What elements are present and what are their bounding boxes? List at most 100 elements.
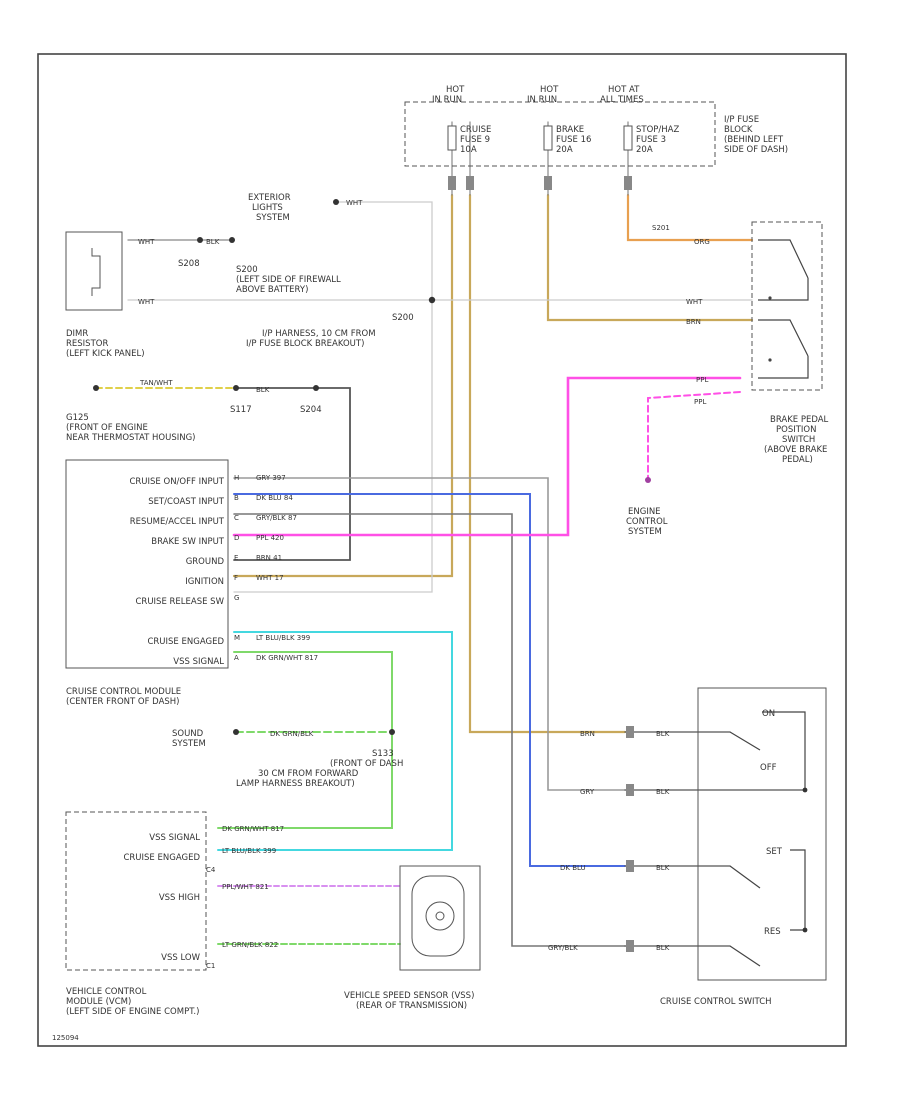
brake-switch-label-2: POSITION [776, 425, 816, 435]
wire-org-fuse3-brake-switch [626, 193, 754, 242]
ccm-pin-wire: WHT 17 [256, 574, 284, 582]
switch-wire-blk-3: BLK [656, 864, 670, 872]
dimr-resistor-box [65, 231, 123, 311]
engine-control-label-3: SYSTEM [628, 527, 662, 537]
sound-label-2: SYSTEM [172, 739, 206, 749]
ccm-pin-wire: PPL 420 [256, 534, 284, 542]
wire-brn-fuse2-brake-switch [546, 193, 754, 322]
wire-brn-fuse1-ignition [232, 193, 454, 578]
s201-label: S201 [652, 224, 670, 232]
fuse1-hot-label-1: HOT [446, 85, 465, 95]
fuse-block-label-4: SIDE OF DASH) [724, 145, 788, 155]
fuse-icon [447, 125, 633, 151]
cruise-switch-res-label: RES [764, 927, 781, 937]
dimr-wire-wht-2: WHT [138, 298, 155, 306]
dimr-label-1: DIMR [66, 329, 88, 339]
switch-wire-gry-blk: GRY/BLK [548, 944, 578, 952]
splice-s204-dot [313, 385, 319, 391]
sound-label-1: SOUND [172, 729, 204, 739]
switch-wire-brn: BRN [580, 730, 595, 738]
vehicle-control-module: VSS SIGNAL CRUISE ENGAGED VSS HIGH VSS L… [65, 811, 284, 1017]
ccm-pin-letter: F [234, 574, 238, 582]
wire-dk-blu-set [233, 493, 626, 867]
footer-code: 125094 [52, 1034, 79, 1042]
splice-s117-dot [233, 385, 239, 391]
cruise-switch-label: CRUISE CONTROL SWITCH [660, 997, 772, 1007]
fuse-block: HOT IN RUN HOT IN RUN HOT AT ALL TIMES C… [404, 85, 788, 190]
switch-wire-blk-4: BLK [656, 944, 670, 952]
cruise-switch-box [697, 687, 827, 981]
diagram-frame [37, 53, 847, 1047]
s200b-label-1: S200 [392, 313, 414, 323]
vcm-conn-c4: C4 [206, 866, 216, 874]
ccm-pin-wire: GRY 397 [256, 474, 286, 482]
vehicle-speed-sensor: VEHICLE SPEED SENSOR (VSS) (REAR OF TRAN… [344, 865, 481, 1011]
ground-g125: TAN/WHT BLK S117 S204 G125 (FRONT OF ENG… [66, 379, 322, 443]
ccm-pin-label: BRAKE SW INPUT [151, 537, 225, 547]
cruise-switch-on-label: ON [762, 709, 775, 719]
wire-dk-grn-wht-vss [217, 651, 393, 829]
cruise-switch-set-label: SET [766, 847, 783, 857]
vcm-box [65, 811, 207, 971]
ccm-label-1: CRUISE CONTROL MODULE [66, 687, 181, 697]
ccm-pin-wire: GRY/BLK 87 [256, 514, 297, 522]
s204-label: S204 [300, 405, 322, 415]
fuse-block-label-1: I/P FUSE [724, 115, 759, 125]
s200b-label-2: I/P HARNESS, 10 CM FROM [262, 329, 376, 339]
vss-label-1: VEHICLE SPEED SENSOR (VSS) [344, 991, 474, 1001]
wire-gry-on-off [233, 477, 626, 791]
sound-system-dot [233, 729, 239, 735]
ccm-pin-label: GROUND [186, 557, 225, 567]
s117-label: S117 [230, 405, 252, 415]
s117-wire-label: BLK [256, 386, 270, 394]
vcm-wire-vss-low: LT GRN/BLK 822 [222, 941, 278, 949]
exterior-lights-label-1: EXTERIOR [248, 193, 291, 203]
wire-wht-exterior-lights [233, 201, 433, 593]
brake-wire-ppl: PPL [696, 376, 708, 384]
vcm-conn-c1: C1 [206, 962, 215, 970]
ccm-pin-wire: DK GRN/WHT 817 [256, 654, 318, 662]
ccm-pin-letter: D [234, 534, 239, 542]
sound-wire-label: DK GRN/BLK [270, 730, 314, 738]
dimr-label-2: RESISTOR [66, 339, 108, 349]
fuse1-hot-label-2: IN RUN [432, 95, 462, 105]
fuse1-number: FUSE 9 [460, 135, 490, 145]
brake-wire-org: ORG [694, 238, 710, 246]
ccm-pin-letter: H [234, 474, 239, 482]
fuse3-hot-label-2: ALL TIMES [600, 95, 644, 105]
g125-label-2: (FRONT OF ENGINE [66, 423, 148, 433]
cruise-switch-set-contact [729, 849, 806, 930]
fuse2-hot-label-1: HOT [540, 85, 559, 95]
vcm-pin-vss-signal: VSS SIGNAL [149, 833, 200, 843]
wire-blk-ground [233, 387, 351, 561]
resistor-icon [91, 248, 101, 296]
engine-control-label-2: CONTROL [626, 517, 668, 527]
vss-label-2: (REAR OF TRANSMISSION) [356, 1001, 467, 1011]
splice-s133-dot [389, 729, 395, 735]
brake-switch-contact-1 [758, 239, 809, 301]
fuse3-name: STOP/HAZ [636, 125, 679, 135]
connector-marks [448, 176, 632, 190]
vss-icon [411, 875, 465, 957]
wire-ppl-engine-control [647, 391, 741, 479]
exterior-lights-label-3: SYSTEM [256, 213, 290, 223]
ccm-pin-wire: BRN 41 [256, 554, 282, 562]
switch-wire-dk-blu: DK BLU [560, 864, 586, 872]
engine-control-label-1: ENGINE [628, 507, 661, 517]
fuse1-name: CRUISE [460, 125, 491, 135]
ccm-pin-letter: E [234, 554, 238, 562]
ccm-pin-label: SET/COAST INPUT [148, 497, 225, 507]
ccm-pin-label: CRUISE RELEASE SW [135, 597, 224, 607]
ccm-label-2: (CENTER FRONT OF DASH) [66, 697, 179, 707]
vcm-wire-vss-high: PPL/WHT 821 [222, 883, 269, 891]
s133-label-2: (FRONT OF DASH [330, 759, 403, 769]
dimr-resistor: DIMR RESISTOR (LEFT KICK PANEL) WHT WHT … [65, 231, 235, 359]
brake-switch-outline [751, 221, 823, 391]
vcm-pin-cruise-engaged: CRUISE ENGAGED [123, 853, 200, 863]
ccm-pin-letter: G [234, 594, 239, 602]
sound-system: SOUND SYSTEM DK GRN/BLK S133 (FRONT OF D… [172, 729, 403, 789]
dimr-wire-wht-1: WHT [138, 238, 155, 246]
